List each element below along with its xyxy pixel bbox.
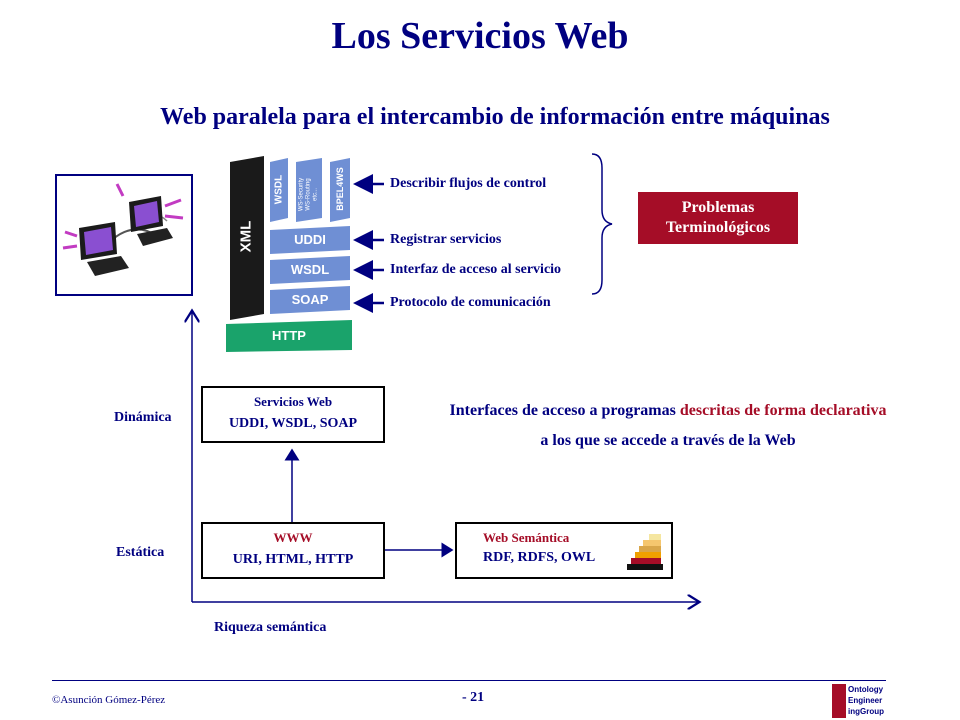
- label-registrar: Registrar servicios: [390, 232, 502, 247]
- computers-image: [55, 174, 193, 296]
- problemas-terminologicos-box: Problemas Terminológicos: [638, 192, 798, 244]
- axes: [180, 300, 710, 610]
- stack-uddi: UDDI: [294, 232, 326, 247]
- axis-riqueza: Riqueza semántica: [214, 620, 327, 635]
- stack-xml: XML: [237, 220, 255, 253]
- web-semantica-box: Web Semántica RDF, RDFS, OWL: [455, 522, 673, 579]
- oeg-logo-mark: [832, 684, 846, 718]
- semantic-layer-cake-icon: [627, 534, 663, 570]
- stack-wsdl-vertical: WSDL: [273, 174, 285, 205]
- axis-dinamica: Dinámica: [114, 410, 172, 425]
- label-protocolo: Protocolo de comunicación: [390, 295, 551, 310]
- footer-author: ©Asunción Gómez-Pérez: [52, 694, 166, 706]
- www-box: WWW URI, HTML, HTTP: [201, 522, 385, 579]
- label-interfaz: Interfaz de acceso al servicio: [390, 262, 562, 277]
- computers-icon: [62, 183, 184, 276]
- slide-title: Los Servicios Web: [331, 15, 629, 57]
- page-number: - 21: [462, 690, 485, 705]
- footer-rule: [52, 680, 886, 681]
- curly-brace: [591, 153, 613, 295]
- stack-arrows: [353, 174, 384, 313]
- stack-soap: SOAP: [291, 292, 329, 307]
- label-flujos: Describir flujos de control: [390, 176, 547, 191]
- stack-bpel: BPEL4WS: [335, 167, 345, 211]
- slide-subtitle: Web paralela para el intercambio de info…: [160, 104, 830, 130]
- servicios-web-box: Servicios Web UDDI, WSDL, SOAP: [201, 386, 385, 443]
- interfaces-description: Interfaces de acceso a programas descrit…: [449, 402, 887, 449]
- oeg-logo: Ontology Engineer ingGroup: [832, 682, 902, 718]
- stack-wsdl: WSDL: [290, 262, 330, 277]
- axis-estatica: Estática: [116, 545, 165, 560]
- stack-http: HTTP: [272, 328, 306, 343]
